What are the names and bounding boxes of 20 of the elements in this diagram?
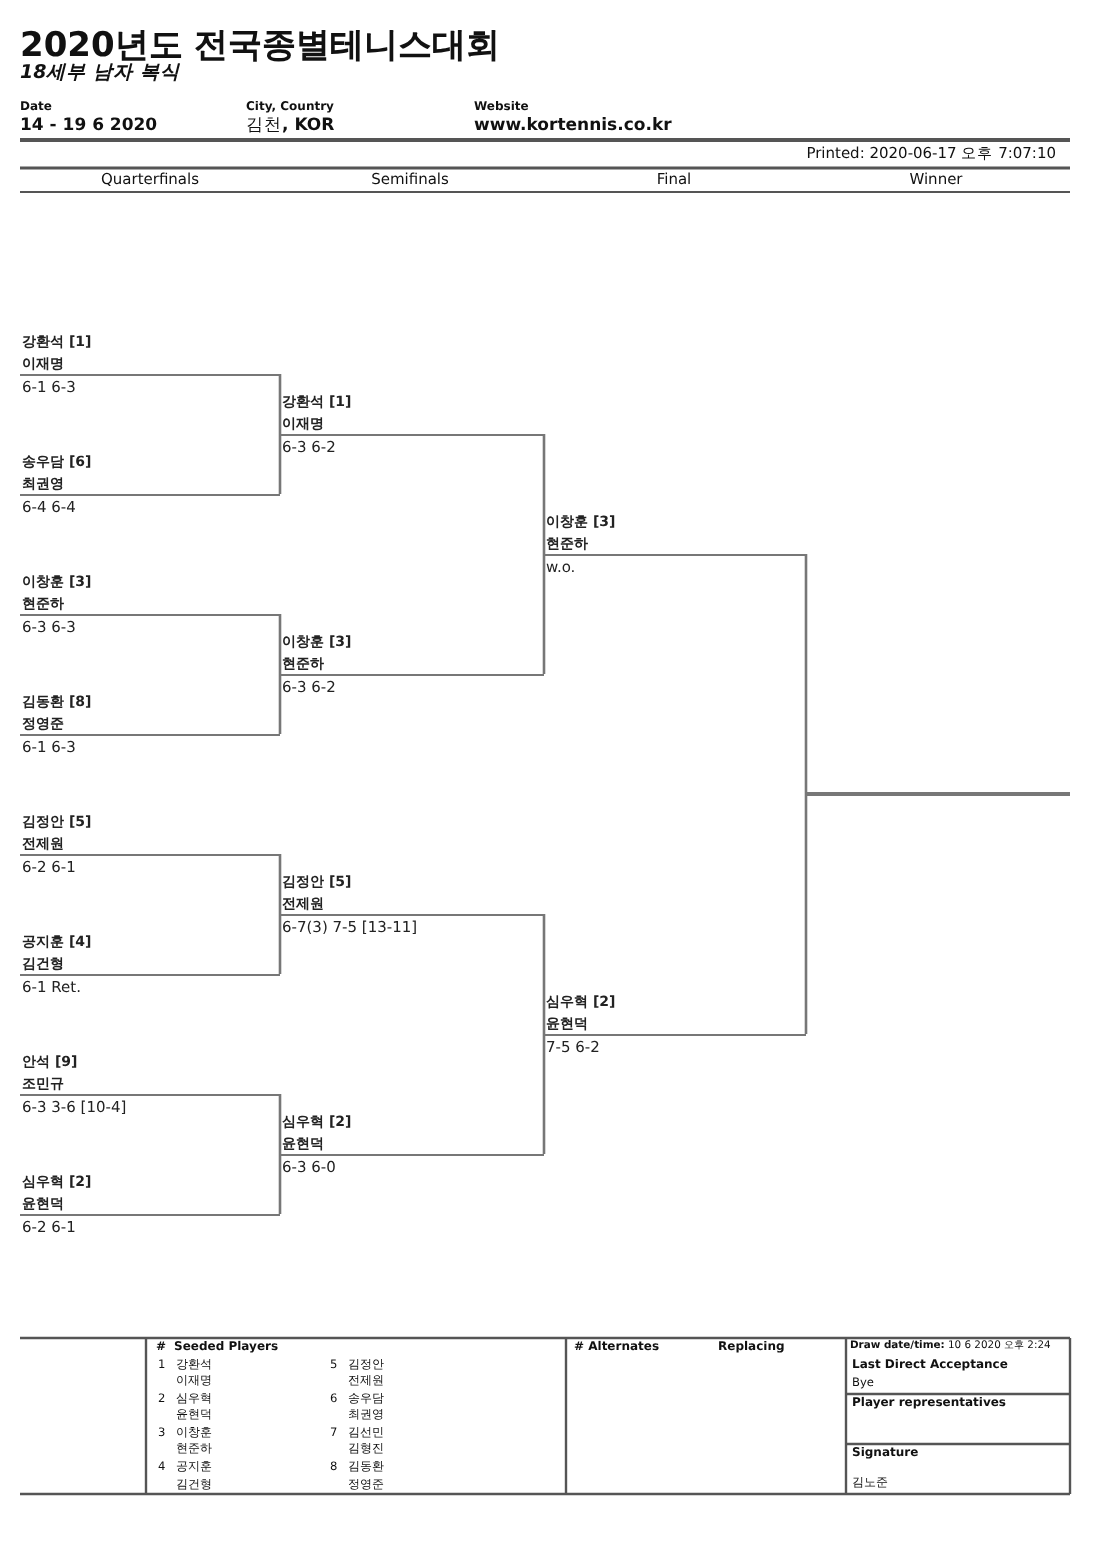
bracket-connector (542, 554, 546, 674)
field-value: www.kortennis.co.kr (474, 118, 672, 137)
winner-line (806, 792, 1070, 796)
field-value: 김천, KOR (246, 118, 335, 137)
title: 2020년도 전국종별테니스대회 (20, 28, 501, 66)
bracket-connector (542, 1034, 546, 1154)
bracket-connector (804, 794, 808, 1034)
bracket-connector (278, 914, 282, 974)
bracket-connector (278, 374, 282, 434)
bracket-connector (278, 1154, 282, 1214)
bracket-connector (278, 674, 282, 734)
bracket-connector (278, 434, 282, 494)
bracket-connector (278, 1094, 282, 1154)
bracket-connector (278, 614, 282, 674)
bracket-connector (542, 434, 546, 554)
subtitle: 18세부 남자 복식 (20, 64, 180, 85)
bracket-connector (278, 854, 282, 914)
field-value: 14 - 19 6 2020 (20, 118, 158, 137)
bracket-connector (542, 914, 546, 1034)
bracket-connector (804, 554, 808, 794)
